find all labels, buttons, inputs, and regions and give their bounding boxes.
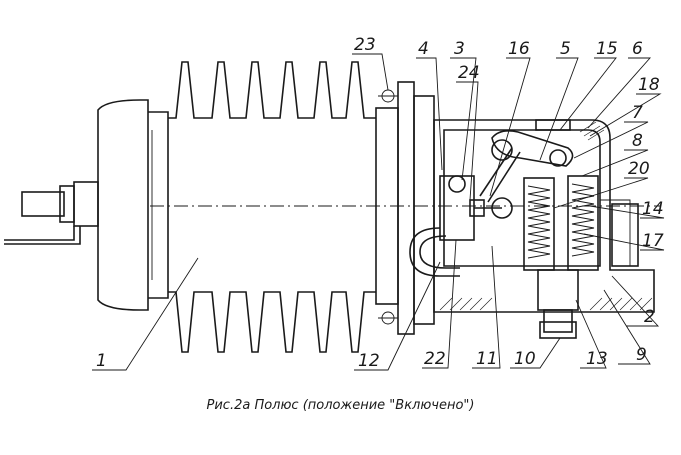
callout-8: 8: [632, 131, 643, 151]
callout-3: 3: [454, 39, 465, 59]
contact-block: [409, 175, 502, 277]
callout-16: 16: [508, 39, 530, 59]
callout-1: 1: [96, 351, 107, 371]
leader-lines: [92, 53, 665, 371]
spring-assemblies: [523, 175, 599, 271]
flange: [375, 81, 435, 335]
callout-24: 24: [458, 63, 480, 83]
callout-17: 17: [642, 231, 664, 251]
callout-14: 14: [642, 199, 664, 219]
callout-4: 4: [418, 39, 429, 59]
callout-2: 2: [644, 307, 655, 327]
callout-7: 7: [632, 103, 643, 123]
insulator-end-cap: [97, 99, 169, 311]
lever-mechanism: [479, 119, 574, 219]
housing-hatching: [439, 121, 653, 311]
callout-23: 23: [354, 35, 376, 55]
callout-10: 10: [514, 349, 536, 369]
callout-12: 12: [358, 351, 380, 371]
callout-22: 22: [424, 349, 446, 369]
figure-caption: Рис.2а Полюс (положение "Включено"): [206, 398, 475, 413]
callout-6: 6: [632, 39, 643, 59]
callout-13: 13: [586, 349, 608, 369]
callout-5: 5: [560, 39, 571, 59]
bottom-rod: [537, 269, 579, 339]
callout-18: 18: [638, 75, 660, 95]
callout-9: 9: [636, 345, 647, 365]
insulator-sheds: [167, 61, 377, 353]
callout-15: 15: [596, 39, 618, 59]
callout-11: 11: [476, 349, 498, 369]
terminal-rod: [4, 181, 99, 245]
callout-20: 20: [628, 159, 650, 179]
callout-labels: 23 4 3 24 16 5 15 6 18 7 8 20 14 17 2 9 …: [96, 35, 664, 371]
